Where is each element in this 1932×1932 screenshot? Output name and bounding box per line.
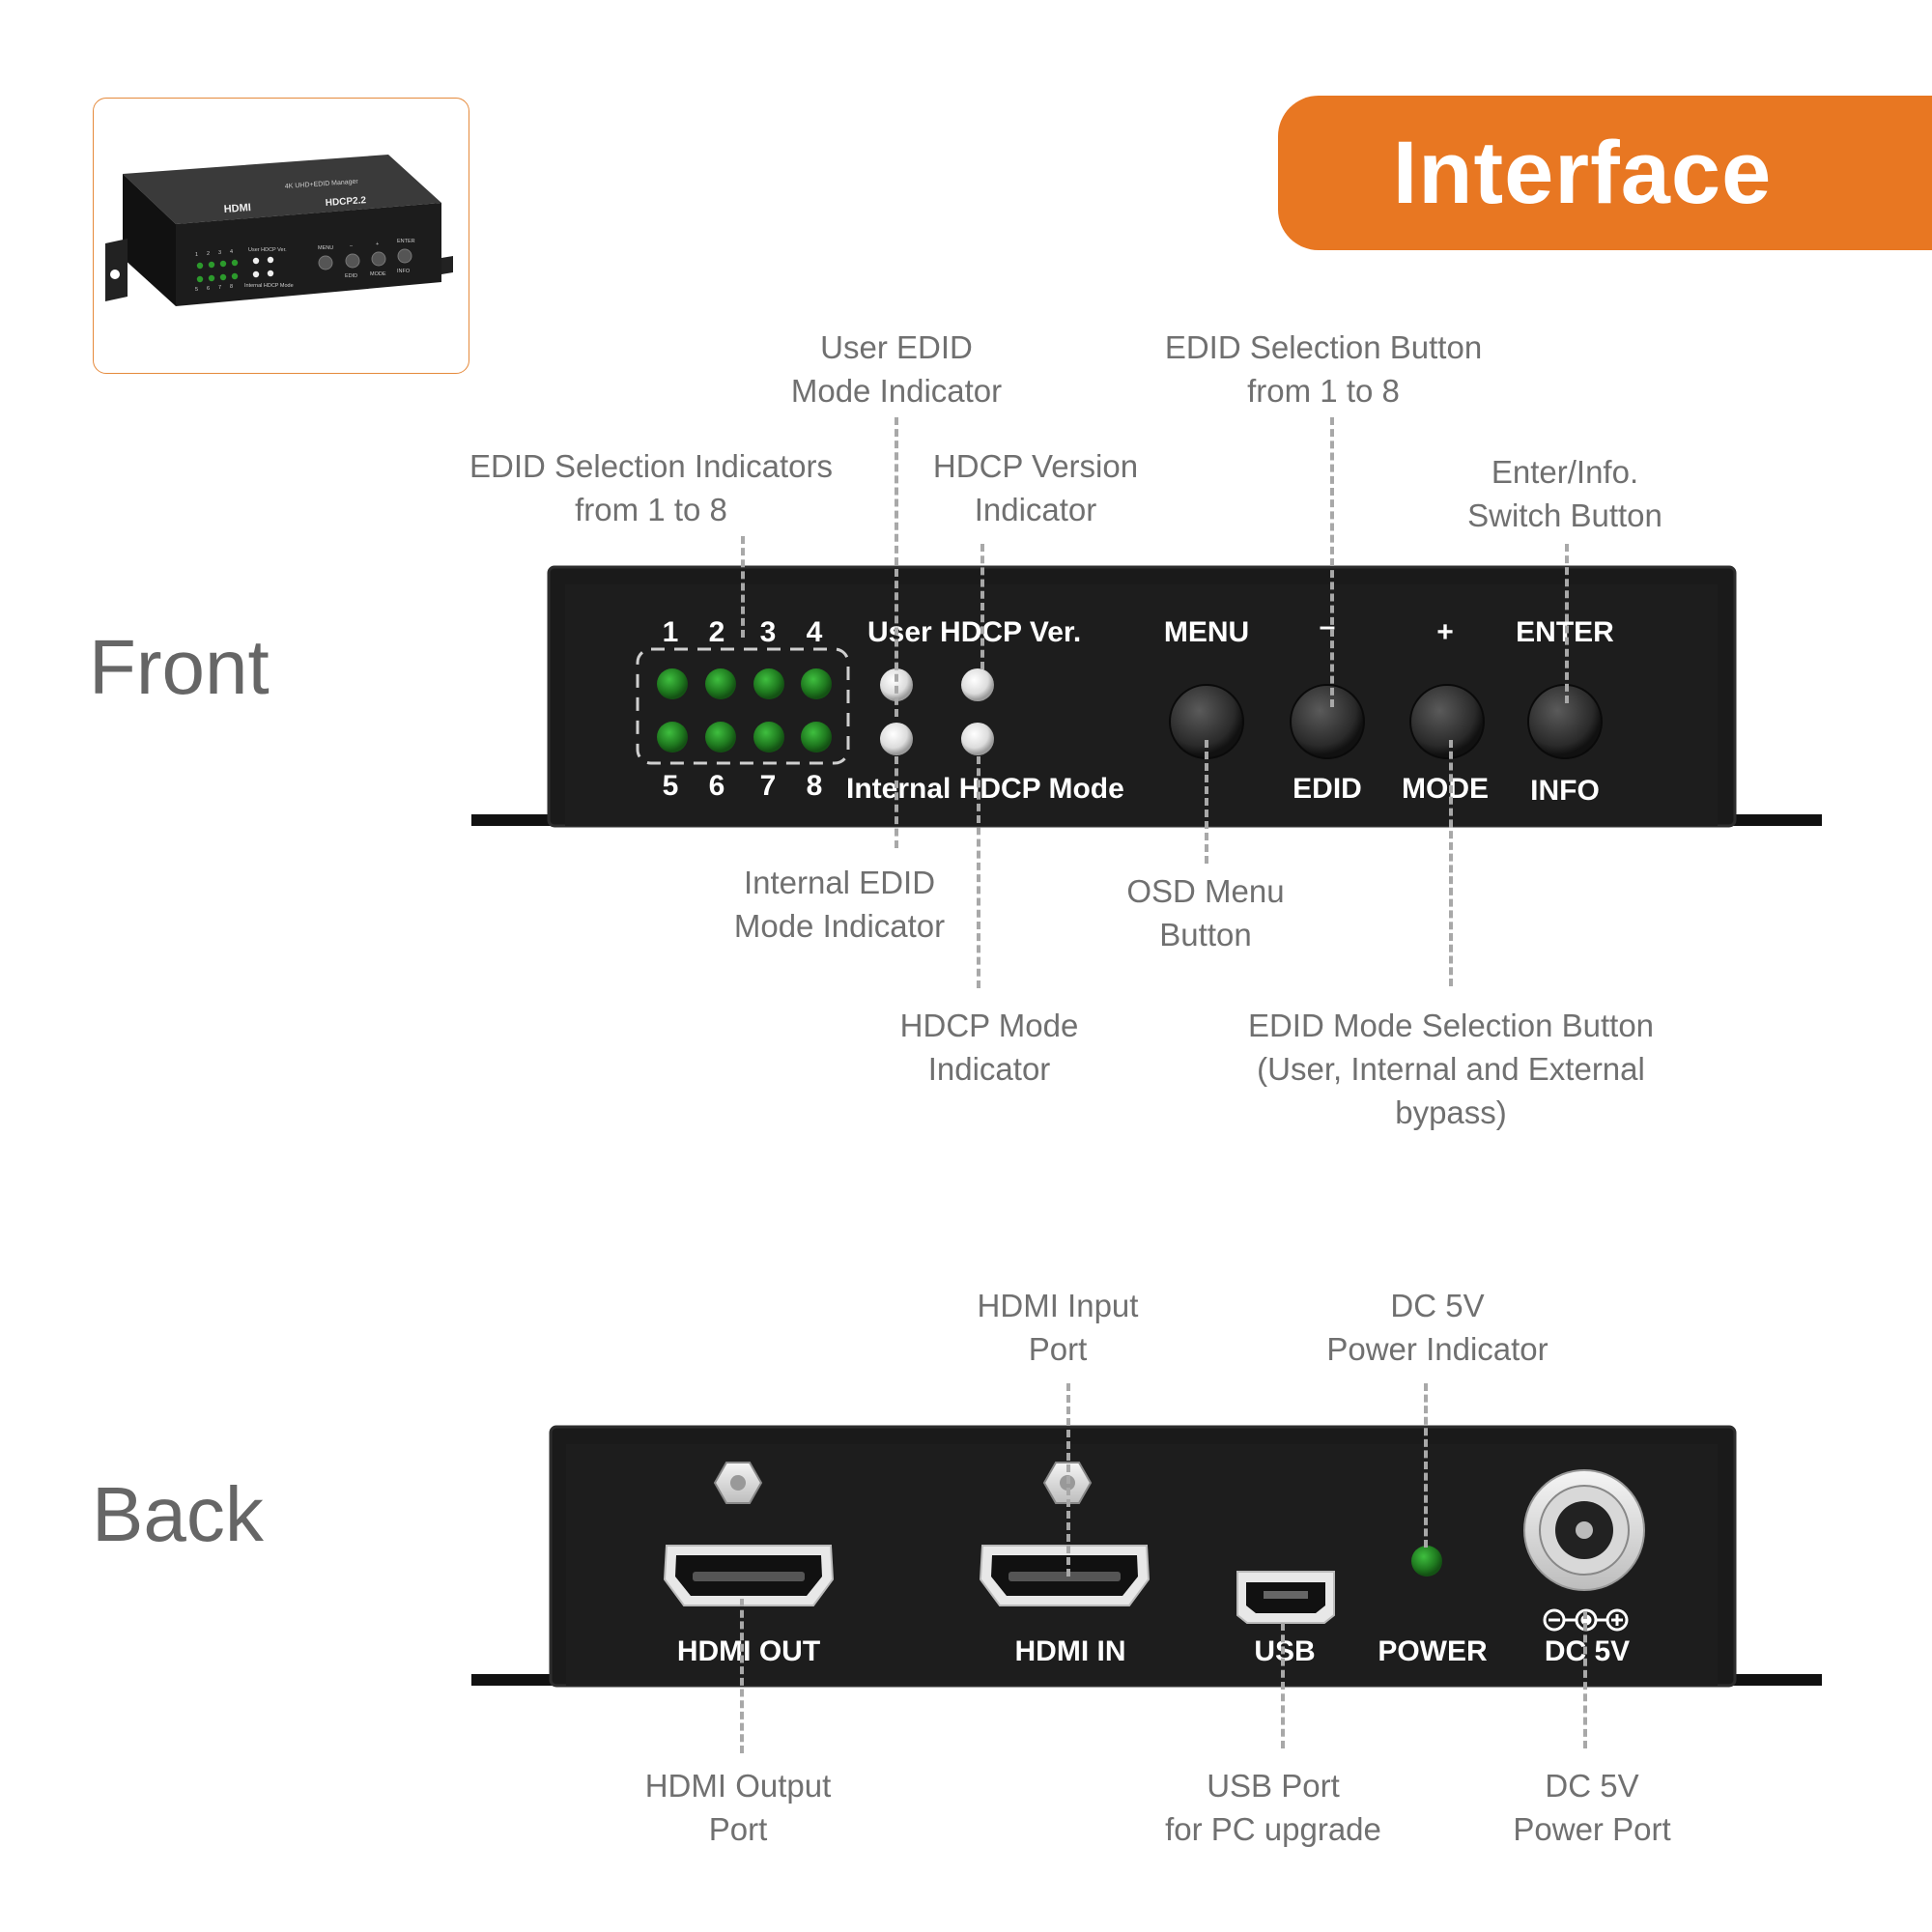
thumb-label-user-hdcp: User HDCP Ver.	[248, 247, 287, 253]
led-number-3: 3	[759, 616, 777, 648]
screw-left	[713, 1462, 763, 1504]
edid-indicator-group	[636, 647, 850, 765]
banner-title: Interface	[1392, 123, 1773, 222]
usb-port[interactable]	[1236, 1571, 1335, 1624]
leader-osd-menu	[1205, 740, 1208, 864]
edid-label: EDID	[1293, 773, 1362, 805]
mode-label: MODE	[1402, 773, 1489, 805]
led-number-1: 1	[662, 616, 679, 648]
leader-dc5v-port	[1583, 1611, 1587, 1748]
interface-banner	[1278, 96, 1932, 250]
internal-hdcp-mode-label: Internal HDCP Mode	[846, 773, 1124, 805]
edid-led-8	[801, 722, 832, 753]
leader-hdmi-output	[740, 1599, 744, 1753]
callout-edid-mode-selection: EDID Mode Selection Button (User, Intern…	[1247, 1008, 1655, 1130]
product-thumbnail: 4K UHD+EDID Manager HDMI HDCP2.2 1 2 3 4…	[93, 98, 469, 374]
leader-edid-indicators	[741, 536, 745, 638]
user-hdcp-ver-label: User HDCP Ver.	[867, 616, 1082, 648]
led-number-5: 5	[662, 770, 679, 802]
thumb-label-info: INFO	[397, 269, 411, 274]
callout-edid-selection-button: EDID Selection Button from 1 to 8	[1164, 329, 1483, 409]
internal-hdcp-led	[961, 723, 994, 755]
thumb-label-6: 6	[207, 286, 210, 292]
led-number-4: 4	[806, 616, 823, 648]
usb-label: USB	[1254, 1635, 1316, 1667]
edid-minus-button[interactable]	[1290, 684, 1365, 759]
edid-led-2	[705, 668, 736, 699]
leader-hdmi-input	[1066, 1383, 1070, 1577]
dc-5v-label: DC 5V	[1544, 1635, 1631, 1667]
internal-edid-led	[880, 723, 913, 755]
thumb-label-5: 5	[195, 287, 198, 293]
back-section-label: Back	[92, 1471, 264, 1557]
callout-edid-selection-indicators: EDID Selection Indicators from 1 to 8	[469, 448, 834, 527]
edid-led-1	[657, 668, 688, 699]
callout-usb-port: USB Port for PC upgrade	[1165, 1768, 1381, 1847]
thumb-label-7: 7	[218, 285, 221, 291]
mode-plus-button[interactable]	[1409, 684, 1485, 759]
thumb-label-1: 1	[195, 252, 198, 258]
info-label: INFO	[1530, 775, 1600, 807]
user-hdcp-led	[961, 668, 994, 701]
leader-hdcp-version	[980, 544, 984, 669]
led-number-7: 7	[759, 770, 777, 802]
callout-hdmi-input: HDMI Input Port	[977, 1288, 1139, 1367]
edid-led-3	[753, 668, 784, 699]
leader-edid-mode-selection	[1449, 740, 1453, 986]
thumb-label-menu: MENU	[318, 245, 333, 251]
callout-hdcp-version: HDCP Version Indicator	[932, 448, 1139, 527]
edid-led-7	[753, 722, 784, 753]
leader-user-edid	[895, 417, 898, 717]
leader-internal-edid	[895, 756, 898, 848]
leader-hdcp-mode	[977, 756, 980, 988]
hdmi-out-port[interactable]	[663, 1545, 835, 1606]
device-illustration: 4K UHD+EDID Manager HDMI HDCP2.2 1 2 3 4…	[105, 155, 453, 306]
callout-user-edid: User EDID Mode Indicator	[790, 329, 1003, 409]
leader-usb-port	[1281, 1623, 1285, 1748]
thumb-label-8: 8	[230, 284, 233, 290]
thumb-label-edid: EDID	[345, 273, 357, 279]
hdmi-out-label: HDMI OUT	[676, 1635, 821, 1667]
callout-internal-edid: Internal EDID Mode Indicator	[733, 865, 946, 944]
callout-enter-info: Enter/Info. Switch Button	[1467, 454, 1662, 533]
callout-dc5v-port: DC 5V Power Port	[1513, 1768, 1671, 1847]
callout-hdcp-mode: HDCP Mode Indicator	[899, 1008, 1079, 1087]
dc-5v-jack[interactable]	[1523, 1469, 1645, 1591]
edid-led-4	[801, 668, 832, 699]
led-number-6: 6	[708, 770, 725, 802]
leader-enter-info	[1565, 544, 1569, 703]
thumb-label-2: 2	[207, 251, 210, 257]
hdmi-in-label: HDMI IN	[1014, 1635, 1126, 1667]
led-number-8: 8	[806, 770, 823, 802]
thumb-label-enter: ENTER	[397, 239, 415, 244]
callout-hdmi-output: HDMI Output Port	[644, 1768, 832, 1847]
thumb-label-internal-hdcp: Internal HDCP Mode	[244, 283, 294, 289]
leader-dc5v-indicator	[1424, 1383, 1428, 1548]
plus-label: +	[1436, 616, 1454, 648]
thumb-brand: HDMI	[223, 202, 251, 215]
led-number-2: 2	[708, 616, 725, 648]
front-section-label: Front	[89, 624, 270, 710]
thumb-label-4: 4	[230, 249, 233, 255]
leader-edid-selection-button	[1330, 417, 1334, 707]
power-led	[1411, 1546, 1442, 1577]
hdmi-in-port[interactable]	[979, 1545, 1151, 1606]
thumb-hdcp: HDCP2.2	[325, 195, 366, 209]
thumb-label-plus: +	[376, 242, 379, 247]
menu-label: MENU	[1163, 616, 1250, 648]
thumb-label-minus: –	[350, 243, 354, 249]
callout-dc5v-indicator: DC 5V Power Indicator	[1326, 1288, 1548, 1367]
edid-led-6	[705, 722, 736, 753]
callout-osd-menu: OSD Menu Button	[1126, 873, 1285, 952]
thumb-label-mode: MODE	[370, 271, 386, 277]
thumb-label-3: 3	[218, 250, 221, 256]
power-label: POWER	[1378, 1635, 1488, 1667]
edid-led-5	[657, 722, 688, 753]
